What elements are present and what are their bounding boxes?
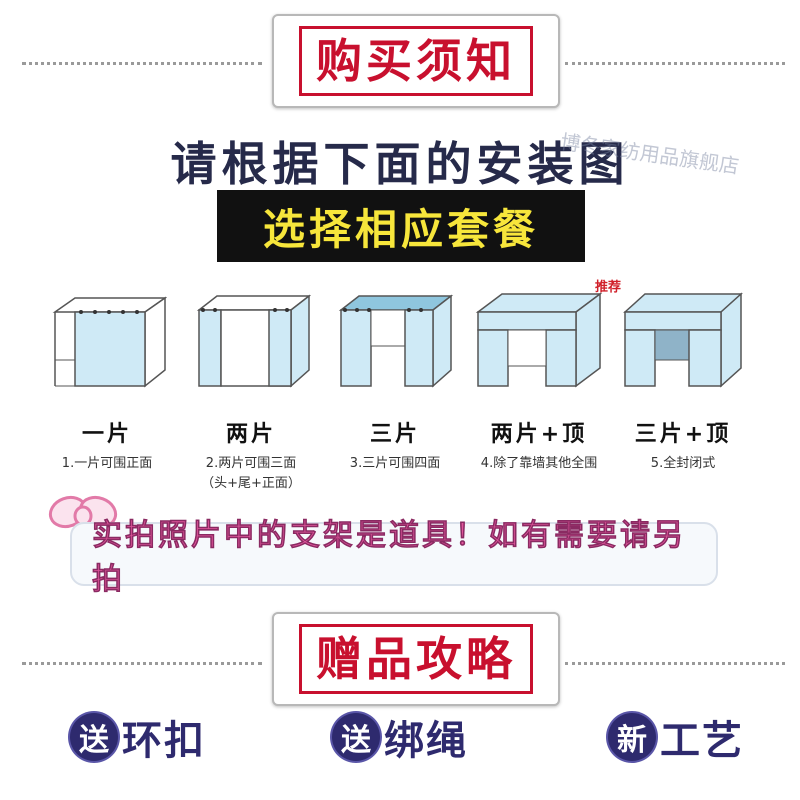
gift-badge: 新 bbox=[608, 713, 656, 761]
recommend-tag: 推荐 bbox=[595, 280, 622, 295]
option-desc: 5.全封闭式 bbox=[650, 456, 716, 471]
option-three-piece: 三片 3.三片可围四面 bbox=[330, 290, 460, 474]
separator-left-top bbox=[22, 62, 262, 65]
option-desc-extra: （头+尾+正面） bbox=[201, 476, 301, 491]
gift-guide-title: 赠品攻略 bbox=[272, 612, 560, 706]
two-piece-curtain-icon bbox=[196, 294, 311, 388]
three-piece-curtain-icon bbox=[338, 294, 454, 388]
gift-ring-buckle: 送 环扣 bbox=[70, 708, 206, 766]
option-desc: 2.两片可围三面 bbox=[205, 456, 297, 471]
option-desc: 4.除了靠墙其他全围 bbox=[480, 456, 598, 471]
prop-notice-banner: 实拍照片中的支架是道具！如有需要请另拍 bbox=[70, 518, 718, 597]
option-two-piece-top: 两片+顶 4.除了靠墙其他全围 bbox=[474, 290, 604, 474]
option-name: 两片 bbox=[225, 422, 276, 447]
two-piece-top-curtain-icon bbox=[475, 292, 603, 388]
gift-label: 工艺 bbox=[660, 718, 744, 764]
option-name: 三片 bbox=[369, 422, 420, 447]
option-one-piece: 一片 1.一片可围正面 bbox=[42, 290, 172, 474]
option-desc: 3.三片可围四面 bbox=[349, 456, 441, 471]
separator-left-bottom bbox=[22, 662, 262, 665]
package-select-label: 选择相应套餐 bbox=[262, 204, 539, 254]
option-two-piece: 两片 2.两片可围三面 （头+尾+正面） bbox=[186, 290, 316, 494]
three-piece-top-curtain-icon bbox=[623, 292, 743, 388]
gift-badge: 送 bbox=[70, 713, 118, 761]
gift-label: 绑绳 bbox=[384, 718, 468, 764]
gift-tie-rope: 送 绑绳 bbox=[332, 708, 468, 766]
prop-notice-text: 实拍照片中的支架是道具！如有需要请另拍 bbox=[92, 518, 686, 598]
gift-new-craft: 新 工艺 bbox=[608, 708, 744, 766]
separator-right-top bbox=[565, 62, 785, 65]
install-heading: 请根据下面的安装图 bbox=[170, 137, 630, 191]
option-desc: 1.一片可围正面 bbox=[61, 456, 153, 471]
gift-guide-label: 赠品攻略 bbox=[299, 624, 533, 694]
gift-badge: 送 bbox=[332, 713, 380, 761]
option-name: 一片 bbox=[81, 422, 132, 447]
option-three-piece-top: 三片+顶 5.全封闭式 bbox=[618, 290, 748, 474]
one-piece-curtain-icon bbox=[52, 296, 167, 388]
gift-label: 环扣 bbox=[122, 718, 206, 764]
purchase-notice-label: 购买须知 bbox=[299, 26, 533, 96]
option-name: 三片+顶 bbox=[634, 422, 732, 447]
package-select-band: 选择相应套餐 bbox=[217, 190, 585, 262]
purchase-notice-title: 购买须知 bbox=[272, 14, 560, 108]
option-name: 两片+顶 bbox=[490, 422, 588, 447]
separator-right-bottom bbox=[565, 662, 785, 665]
